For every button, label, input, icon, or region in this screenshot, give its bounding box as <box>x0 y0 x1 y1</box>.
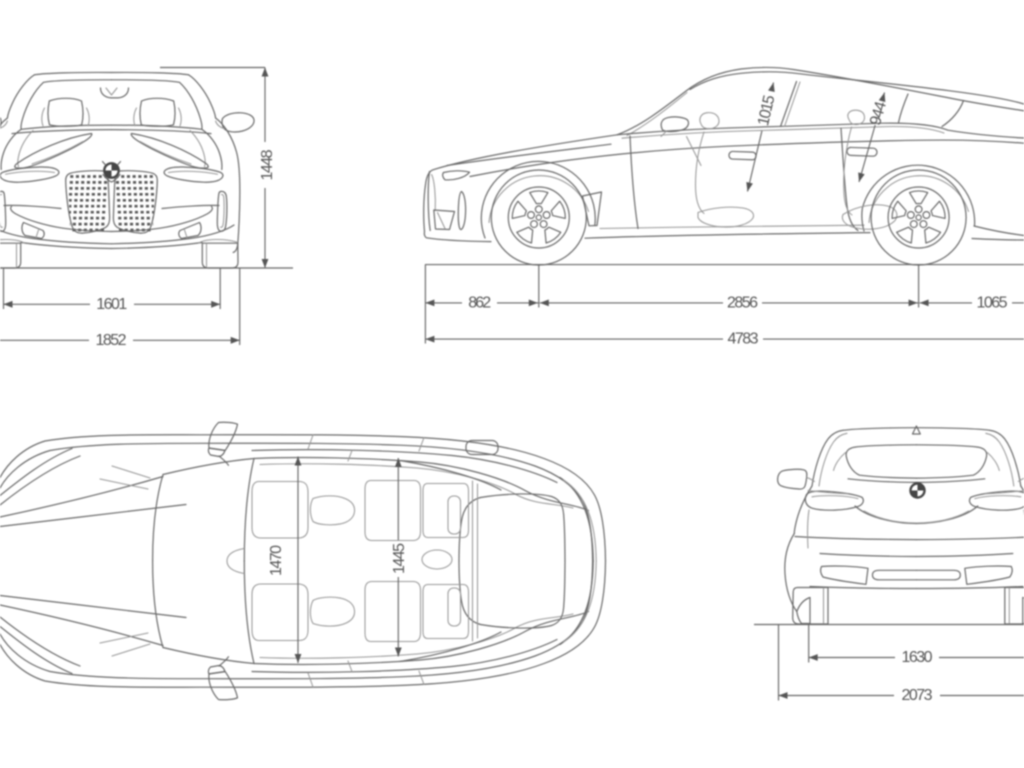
svg-text:2073: 2073 <box>902 687 933 704</box>
svg-text:1470: 1470 <box>268 545 285 576</box>
svg-text:1065: 1065 <box>977 294 1008 311</box>
svg-text:1601: 1601 <box>96 296 127 313</box>
svg-text:1630: 1630 <box>902 649 933 666</box>
svg-text:1852: 1852 <box>96 332 127 349</box>
svg-text:2856: 2856 <box>727 294 758 311</box>
svg-text:862: 862 <box>468 294 491 311</box>
svg-text:1015: 1015 <box>755 93 779 127</box>
svg-text:4783: 4783 <box>728 331 759 348</box>
svg-text:1448: 1448 <box>259 149 276 180</box>
svg-text:1445: 1445 <box>391 543 408 574</box>
svg-text:944: 944 <box>867 100 890 128</box>
